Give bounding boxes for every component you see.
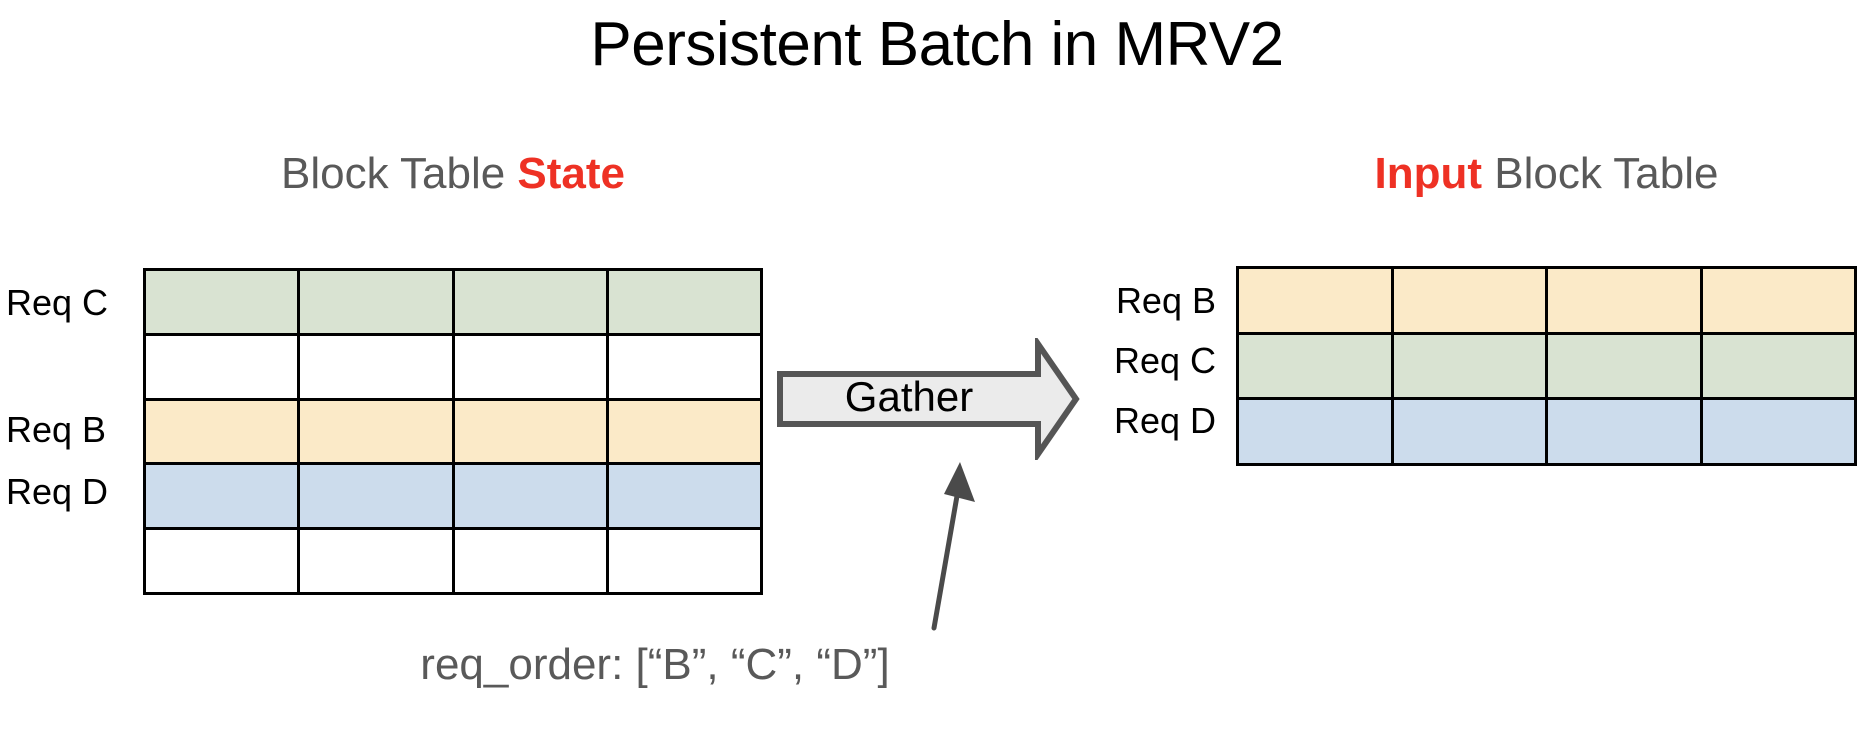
input-row-label-req-d: Req D bbox=[1113, 400, 1216, 441]
table-row bbox=[1236, 266, 1857, 335]
state-cell-r2c0 bbox=[142, 397, 301, 466]
input-table-body bbox=[1236, 266, 1857, 466]
state-cell-r1c2 bbox=[451, 332, 609, 401]
input-cell-r1c0 bbox=[1236, 331, 1394, 401]
input-cell-r2c0 bbox=[1236, 397, 1394, 466]
input-row-label-req-c: Req C bbox=[1113, 340, 1216, 381]
state-heading-accent: State bbox=[517, 149, 626, 198]
table-row bbox=[142, 462, 764, 531]
state-table-body bbox=[142, 268, 764, 595]
state-cell-r2c2 bbox=[451, 397, 609, 466]
table-row bbox=[1236, 331, 1857, 401]
state-cell-r3c2 bbox=[451, 462, 609, 531]
gather-arrow-icon bbox=[777, 338, 1080, 460]
state-cell-r2c3 bbox=[605, 397, 764, 466]
table-row bbox=[142, 527, 764, 595]
table-row bbox=[142, 332, 764, 401]
table-row bbox=[142, 268, 764, 336]
input-cell-r1c2 bbox=[1545, 331, 1703, 401]
input-cell-r0c2 bbox=[1545, 266, 1703, 335]
state-cell-r4c2 bbox=[451, 527, 609, 595]
state-heading-plain: Block Table bbox=[280, 149, 518, 198]
state-cell-r0c0 bbox=[142, 268, 301, 336]
input-cell-r0c1 bbox=[1390, 266, 1548, 335]
table-row bbox=[1236, 397, 1857, 466]
state-cell-r1c0 bbox=[142, 332, 301, 401]
state-row-label-req-c: Req C bbox=[6, 282, 109, 323]
state-cell-r3c3 bbox=[605, 462, 764, 531]
state-cell-r0c1 bbox=[297, 268, 455, 336]
state-row-label-req-d: Req D bbox=[6, 471, 109, 512]
input-cell-r0c0 bbox=[1236, 266, 1394, 335]
input-row-label-req-b: Req B bbox=[1115, 280, 1216, 321]
input-cell-r0c3 bbox=[1699, 266, 1857, 335]
req-order-pointer-arrow-icon bbox=[931, 462, 975, 631]
input-cell-r1c3 bbox=[1699, 331, 1857, 401]
input-cell-r2c1 bbox=[1390, 397, 1548, 466]
state-cell-r1c3 bbox=[605, 332, 764, 401]
gather-label: Gather bbox=[844, 373, 974, 420]
input-cell-r2c2 bbox=[1545, 397, 1703, 466]
state-table-heading: Block Table State bbox=[143, 152, 763, 196]
state-cell-r4c0 bbox=[142, 527, 301, 595]
state-cell-r4c3 bbox=[605, 527, 764, 595]
input-cell-r2c3 bbox=[1699, 397, 1857, 466]
state-row-label-req-b: Req B bbox=[6, 409, 107, 450]
table-row bbox=[142, 397, 764, 466]
input-cell-r1c1 bbox=[1390, 331, 1548, 401]
state-cell-r3c1 bbox=[297, 462, 455, 531]
input-heading-accent: Input bbox=[1374, 149, 1483, 198]
state-cell-r0c3 bbox=[605, 268, 764, 336]
input-table-heading: Input Block Table bbox=[1236, 152, 1857, 196]
input-heading-plain: Block Table bbox=[1482, 149, 1719, 198]
state-cell-r1c1 bbox=[297, 332, 455, 401]
state-cell-r4c1 bbox=[297, 527, 455, 595]
block-table-input bbox=[1236, 266, 1857, 466]
state-cell-r0c2 bbox=[451, 268, 609, 336]
block-table-state bbox=[142, 268, 764, 595]
req-order-caption: req_order: [“B”, “C”, “D”] bbox=[420, 640, 890, 689]
state-cell-r2c1 bbox=[297, 397, 455, 466]
page-title: Persistent Batch in MRV2 bbox=[590, 10, 1284, 79]
state-cell-r3c0 bbox=[142, 462, 301, 531]
